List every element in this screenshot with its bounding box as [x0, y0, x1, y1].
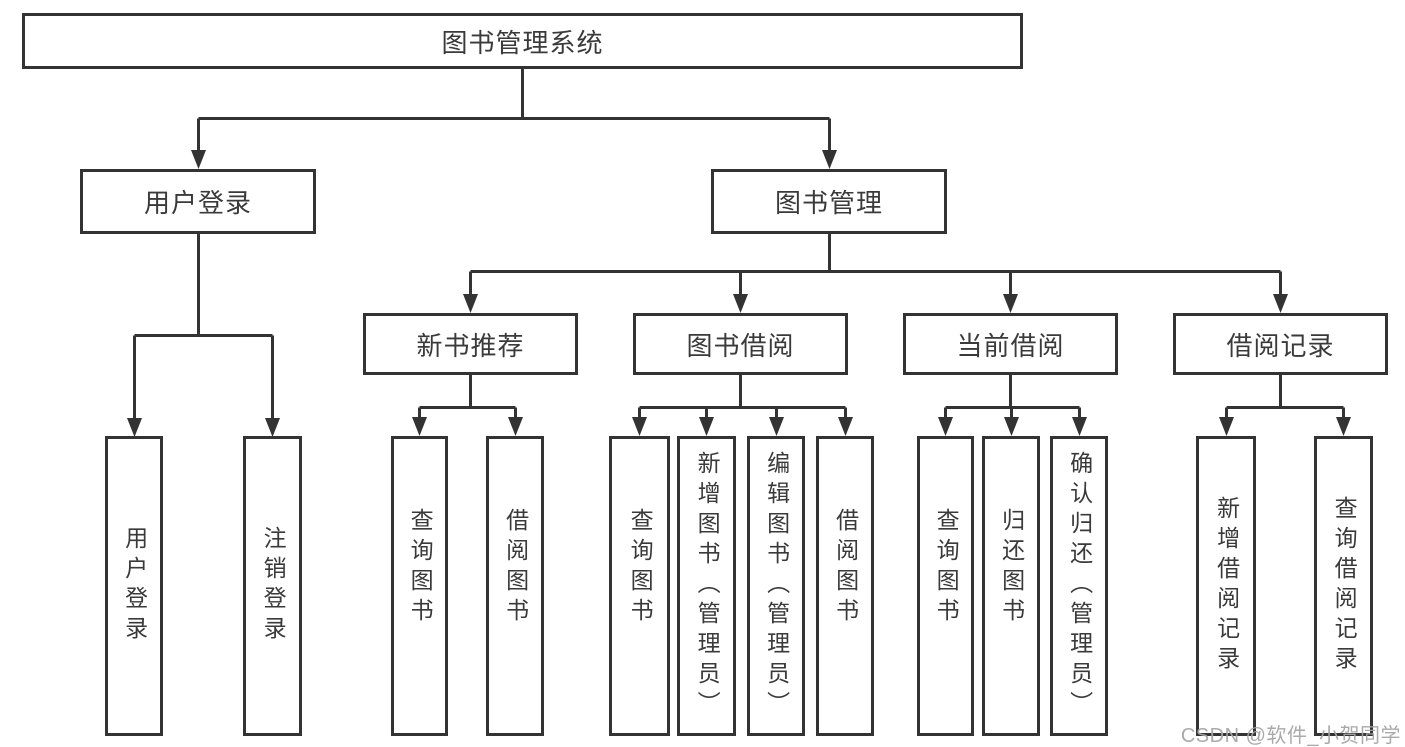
leaf-return-books: 归还图书: [982, 436, 1040, 736]
leaf-query-books-current: 查询图书: [917, 436, 974, 736]
node-current-borrowing: 当前借阅: [903, 313, 1118, 375]
node-book-management: 图书管理: [711, 169, 947, 234]
leaf-edit-books-admin: 编辑图书（管理员）: [747, 436, 805, 736]
arrowheads: [127, 150, 1351, 437]
leaf-query-borrow-record: 查询借阅记录: [1314, 436, 1373, 736]
csdn-watermark: CSDN @软件_小贺同学: [1180, 725, 1401, 747]
leaf-add-books-admin: 新增图书（管理员）: [677, 436, 736, 736]
node-library-management-system: 图书管理系统: [22, 13, 1023, 69]
leaf-query-books-borrowing: 查询图书: [609, 436, 670, 736]
node-user-login: 用户登录: [80, 169, 316, 234]
node-borrow-records: 借阅记录: [1173, 313, 1388, 375]
leaf-add-borrow-record: 新增借阅记录: [1196, 436, 1256, 736]
leaf-user-login: 用户登录: [105, 436, 163, 736]
node-new-book-recommend: 新书推荐: [363, 313, 578, 375]
leaf-query-books-recommend: 查询图书: [391, 436, 448, 736]
leaf-borrow-books: 借阅图书: [816, 436, 874, 736]
node-book-borrowing: 图书借阅: [633, 313, 848, 375]
leaf-borrow-books-recommend: 借阅图书: [486, 436, 544, 736]
leaf-logout: 注销登录: [243, 436, 302, 736]
leaf-confirm-return-admin: 确认归还（管理员）: [1050, 436, 1108, 736]
